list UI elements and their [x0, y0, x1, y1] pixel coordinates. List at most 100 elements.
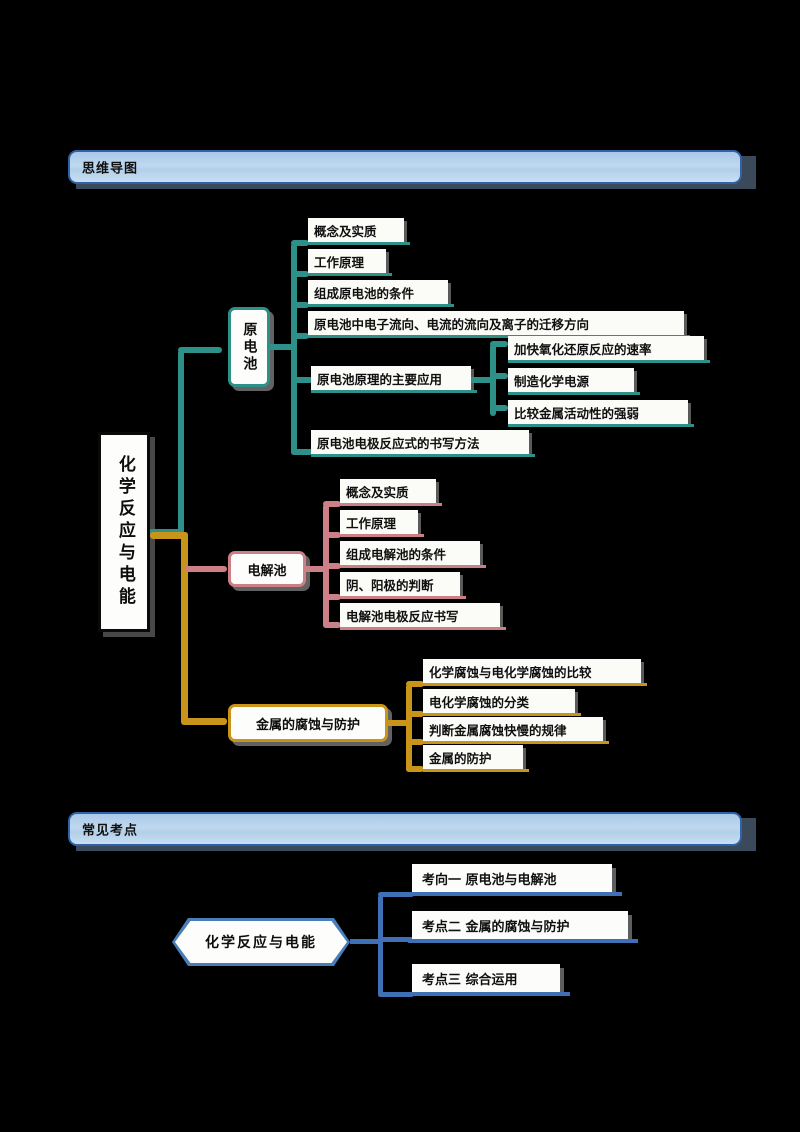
connector-b1-l1: [291, 240, 309, 246]
leaf-underline: [340, 627, 506, 630]
leaf-b1-3-label: 组成原电池的条件: [314, 285, 415, 301]
leaf-b3-1[interactable]: 化学腐蚀与电化学腐蚀的比较: [423, 659, 647, 686]
leaf-b1-6[interactable]: 原电池电极反应式的书写方法: [311, 430, 535, 457]
connector-b1-l4: [291, 333, 309, 339]
leaf-underline: [508, 424, 694, 427]
leaf-b1-4[interactable]: 原电池中电子流向、电流的流向及离子的迁移方向: [308, 311, 690, 338]
leaf-b1-5-2-label: 制造化学电源: [514, 373, 590, 389]
connector-b1-out: [270, 344, 294, 350]
leaf-underline: [340, 565, 486, 568]
mindmap-root-node[interactable]: 化学反应与电能: [98, 432, 150, 632]
leaf-b1-6-label: 原电池电极反应式的书写方法: [317, 435, 480, 451]
leaf-b3-3[interactable]: 判断金属腐蚀快慢的规律: [423, 717, 609, 744]
leaf-b2-1[interactable]: 概念及实质: [340, 479, 442, 506]
connector-gold-trunk-v: [181, 532, 188, 724]
connector-ep-2: [378, 937, 414, 942]
connector-b3-l2: [406, 711, 424, 717]
connector-b3-l3: [406, 739, 424, 745]
connector-b1-l5: [291, 377, 313, 383]
leaf-b1-5-1[interactable]: 加快氧化还原反应的速率: [508, 336, 710, 363]
leaf-b1-5-3[interactable]: 比较金属活动性的强弱: [508, 400, 694, 427]
connector-rose-to-node: [185, 566, 227, 572]
leaf-b2-2-label: 工作原理: [346, 515, 397, 531]
leaf-underline: [508, 360, 710, 363]
leaf-b3-4[interactable]: 金属的防护: [423, 745, 529, 772]
exam-point-item-1-label: 考向一 原电池与电解池: [422, 872, 557, 888]
leaf-underline: [423, 741, 609, 744]
branch-node-electrolytic-cell[interactable]: 电解池: [228, 551, 306, 587]
connector-teal-trunk-v: [178, 350, 184, 532]
leaf-underline: [340, 534, 424, 537]
leaf-underline: [340, 503, 442, 506]
leaf-b1-1-label: 概念及实质: [314, 223, 377, 239]
leaf-b3-1-label: 化学腐蚀与电化学腐蚀的比较: [429, 664, 592, 680]
leaf-underline: [423, 769, 529, 772]
exam-point-item-3[interactable]: 考点三 综合运用: [408, 964, 570, 996]
branch-label-primary-cell: 原电池: [241, 321, 258, 373]
leaf-b1-5-2[interactable]: 制造化学电源: [508, 368, 640, 395]
connector-b2-l2: [323, 532, 341, 538]
section-header-exam-points: 常见考点: [68, 812, 756, 851]
leaf-b2-5-label: 电解池电极反应书写: [346, 608, 459, 624]
connector-ep-3: [378, 992, 414, 997]
leaf-b3-2-label: 电化学腐蚀的分类: [429, 694, 530, 710]
branch-node-primary-cell[interactable]: 原电池: [228, 307, 270, 387]
exam-point-item-1[interactable]: 考向一 原电池与电解池: [408, 864, 622, 896]
branch-label-electrolytic-cell: 电解池: [247, 563, 287, 579]
branch-node-metal-corrosion[interactable]: 金属的腐蚀与防护: [228, 704, 388, 742]
leaf-b2-3[interactable]: 组成电解池的条件: [340, 541, 486, 568]
leaf-b1-3[interactable]: 组成原电池的条件: [308, 280, 454, 307]
leaf-b2-4[interactable]: 阴、阳极的判断: [340, 572, 466, 599]
leaf-b3-2[interactable]: 电化学腐蚀的分类: [423, 689, 581, 716]
leaf-underline: [423, 683, 647, 686]
exam-points-root-label: 化学反应与电能: [205, 935, 317, 951]
leaf-b3-3-label: 判断金属腐蚀快慢的规律: [429, 722, 567, 738]
connector-b1-spine: [291, 243, 297, 455]
connector-b2-out: [306, 566, 326, 572]
item-underline: [408, 892, 622, 896]
connector-ep-spine: [378, 895, 383, 997]
leaf-b2-4-label: 阴、阳极的判断: [346, 577, 434, 593]
connector-b1s-3: [490, 405, 508, 411]
connector-b3-spine: [406, 684, 412, 772]
leaf-b1-5-label: 原电池原理的主要应用: [317, 371, 443, 387]
connector-teal-to-node: [178, 347, 222, 353]
section-title-exam-points: 常见考点: [82, 823, 139, 839]
leaf-b3-4-label: 金属的防护: [429, 750, 492, 766]
leaf-b1-5-3-label: 比较金属活动性的强弱: [514, 405, 640, 421]
section-header-mindmap: 思维导图: [68, 150, 756, 189]
leaf-b1-5[interactable]: 原电池原理的主要应用: [311, 366, 477, 393]
item-underline: [408, 992, 570, 996]
exam-point-item-3-label: 考点三 综合运用: [422, 972, 518, 988]
connector-ep-out: [350, 939, 382, 944]
exam-points-root-node[interactable]: 化学反应与电能: [172, 918, 350, 966]
connector-b2-l3: [323, 563, 341, 569]
connector-b1-l2: [291, 271, 309, 277]
header-bar: [68, 150, 742, 184]
connector-b2-l5: [323, 622, 341, 628]
connector-b1s-out: [471, 377, 493, 383]
leaf-b1-2[interactable]: 工作原理: [308, 249, 392, 276]
leaf-underline: [308, 273, 392, 276]
leaf-underline: [311, 454, 535, 457]
connector-b2-l4: [323, 594, 341, 600]
section-title-mindmap: 思维导图: [82, 161, 139, 177]
connector-b1s-1: [490, 341, 508, 347]
leaf-b1-1[interactable]: 概念及实质: [308, 218, 410, 245]
mindmap-root-label: 化学反应与电能: [114, 455, 135, 609]
leaf-b2-2[interactable]: 工作原理: [340, 510, 424, 537]
connector-b3-out: [388, 720, 410, 726]
leaf-underline: [308, 304, 454, 307]
connector-b1s-spine: [490, 344, 496, 416]
connector-ep-1: [378, 892, 414, 897]
connector-root-gold-h: [150, 532, 188, 539]
item-underline: [408, 939, 638, 943]
connector-b1-l3: [291, 302, 309, 308]
connector-gold-to-node: [181, 718, 227, 725]
exam-point-item-2-label: 考点二 金属的腐蚀与防护: [422, 919, 570, 935]
exam-point-item-2[interactable]: 考点二 金属的腐蚀与防护: [408, 911, 638, 943]
leaf-underline: [340, 596, 466, 599]
leaf-underline: [311, 390, 477, 393]
hex-fill: [175, 921, 347, 963]
leaf-b2-5[interactable]: 电解池电极反应书写: [340, 603, 506, 630]
